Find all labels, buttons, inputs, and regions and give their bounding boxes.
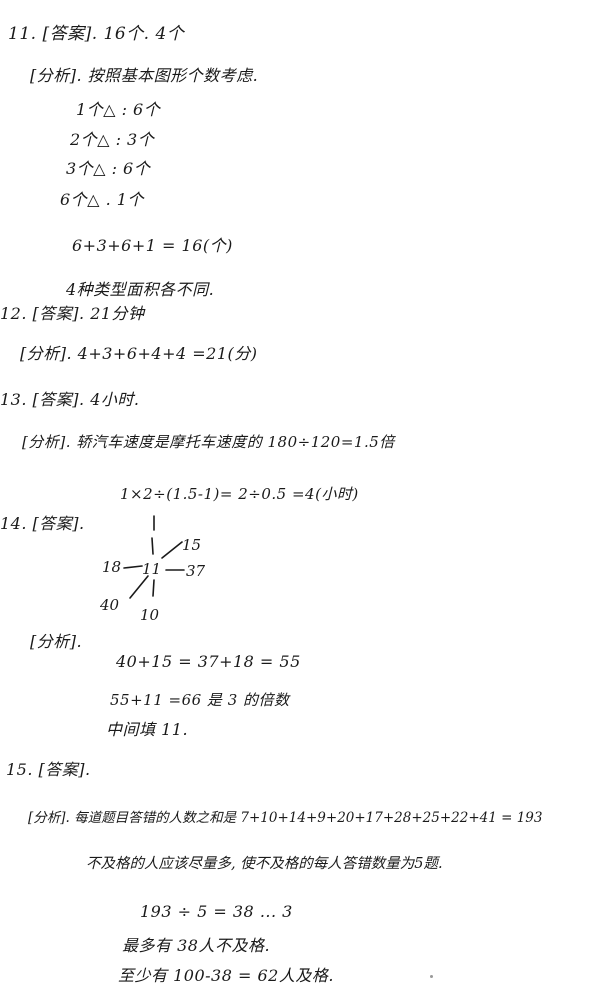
q15-analysis: [分析]. 每道题目答错的人数之和是 7+10+14+9+20+17+28+25… (28, 810, 543, 826)
line-bottom-left (129, 575, 149, 599)
q11-analysis-head: [分析]. 按照基本图形个数考虑. (30, 66, 259, 85)
q14-conclusion: 中间填 11. (106, 720, 189, 739)
diagram-right: 37 (186, 562, 206, 580)
line-left (123, 565, 143, 569)
q11-line-2: 2个△ : 3个 (70, 130, 155, 149)
q11-line-3: 3个△ : 6个 (66, 159, 151, 178)
q13-calc: 1×2÷(1.5-1)= 2÷0.5 =4(小时) (120, 485, 359, 503)
q15-line-4: 最多有 38人不及格. (122, 936, 271, 955)
q11-sum: 6+3+6+1 = 16(个) (72, 236, 233, 255)
line-top-right (161, 541, 183, 559)
diagram-bottom-left: 40 (100, 596, 120, 614)
q11-conclusion: 4种类型面积各不同. (66, 280, 215, 299)
q15-calc: 193 ÷ 5 = 38 ... 3 (140, 902, 293, 921)
q12-analysis: [分析]. 4+3+6+4+4 =21(分) (20, 344, 258, 363)
q12-answer: 12. [答案]. 21分钟 (0, 304, 145, 323)
line-upper (151, 537, 154, 555)
diagram-center: 11 (142, 560, 162, 578)
diagram-top-right: 15 (182, 536, 202, 554)
q14-calc-1: 40+15 = 37+18 = 55 (116, 652, 301, 671)
diagram-lines (123, 515, 185, 599)
q14-answer: 14. [答案]. (0, 514, 85, 533)
q15-answer: 15. [答案]. (6, 760, 91, 779)
q15-line-2: 不及格的人应该尽量多, 使不及格的每人答错数量为5题. (86, 856, 443, 872)
stray-mark (430, 975, 433, 978)
q14-calc-2: 55+11 =66 是 3 的倍数 (110, 691, 290, 709)
diagram-left: 18 (102, 558, 122, 576)
q15-line-5: 至少有 100-38 = 62人及格. (118, 966, 334, 985)
diagram-bottom: 10 (140, 606, 160, 624)
q14-analysis-head: [分析]. (30, 632, 83, 651)
q11-line-4: 6个△ . 1个 (60, 190, 144, 209)
q13-answer: 13. [答案]. 4小时. (0, 390, 140, 409)
q11-line-1: 1个△ : 6个 (76, 100, 161, 119)
q13-analysis: [分析]. 轿汽车速度是摩托车速度的 180÷120=1.5倍 (22, 433, 395, 451)
q11-answer: 11. [答案]. 16个. 4个 (8, 24, 185, 44)
number-diagram: 15 18 11 37 40 10 (96, 508, 226, 628)
line-bottom (152, 579, 155, 597)
